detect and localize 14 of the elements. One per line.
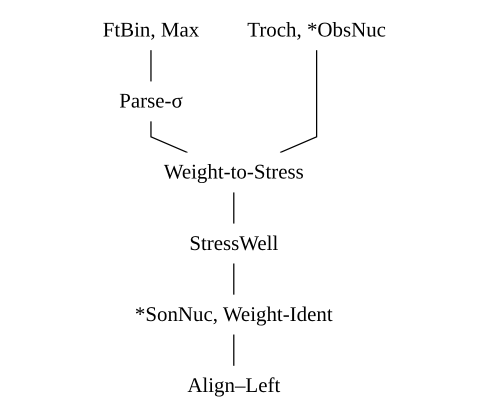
ranking-diagram: FtBin, Max Troch, *ObsNuc Parse-σ Weight-to-Stress StressWell *SonNuc, Weight-Ident Align–Left (86, 2, 402, 414)
connector (232, 263, 234, 295)
connector (232, 334, 234, 366)
connector (150, 50, 152, 82)
node-text: Align–Left (186, 374, 280, 398)
node-text: Parse-σ (118, 90, 182, 113)
connector (232, 192, 234, 224)
node-text: FtBin, Max (102, 18, 199, 42)
node-text: *SonNuc, Weight-Ident (134, 303, 332, 326)
connector (279, 50, 317, 154)
node-text: Weight-to-Stress (163, 160, 304, 184)
node-text: StressWell (188, 232, 278, 256)
node-text: Troch, *ObsNuc (246, 18, 386, 42)
connector (150, 121, 188, 154)
